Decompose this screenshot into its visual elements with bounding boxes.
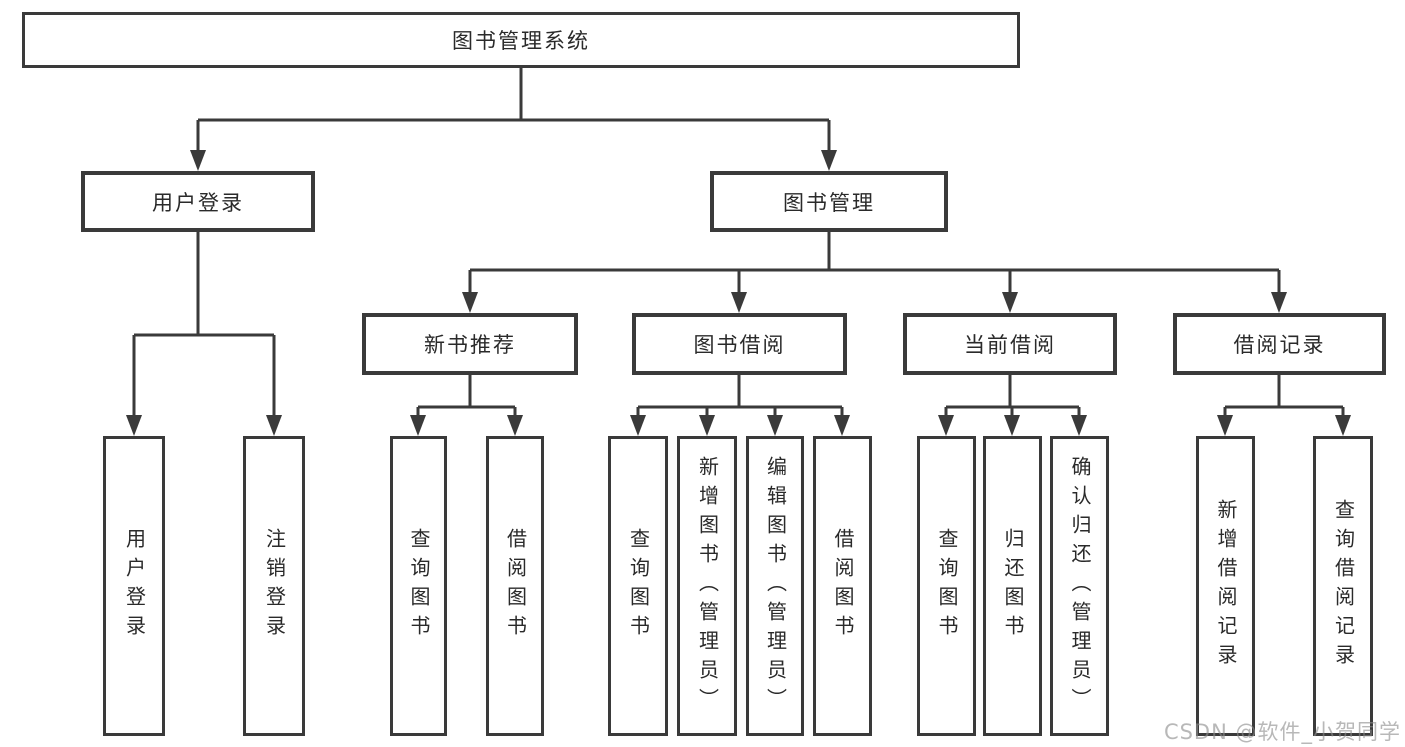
- node-label: 借阅图书: [503, 528, 528, 644]
- node-borrowing-records: 借阅记录: [1173, 313, 1386, 375]
- leaf-user-login: 用户登录: [103, 436, 165, 736]
- node-label: 新书推荐: [424, 333, 516, 357]
- leaf-query-books-recommend: 查询图书: [390, 436, 447, 736]
- node-label: 图书管理系统: [452, 29, 590, 53]
- arrowhead: [126, 415, 142, 436]
- node-label: 图书管理: [783, 190, 875, 215]
- leaf-logout: 注销登录: [243, 436, 305, 736]
- node-book-management-system: 图书管理系统: [22, 12, 1020, 68]
- arrowhead: [630, 415, 646, 436]
- node-label: 查询借阅记录: [1331, 499, 1356, 673]
- leaf-borrow-books-recommend: 借阅图书: [486, 436, 544, 736]
- node-label: 归还图书: [1001, 528, 1025, 644]
- leaf-query-books-borrowing: 查询图书: [608, 436, 668, 736]
- node-label: 注销登录: [262, 528, 287, 644]
- arrowhead: [1335, 415, 1351, 436]
- leaf-query-borrow-record: 查询借阅记录: [1313, 436, 1373, 736]
- arrowhead: [1004, 415, 1020, 436]
- leaf-query-books-current: 查询图书: [917, 436, 976, 736]
- node-new-book-recommend: 新书推荐: [362, 313, 578, 375]
- csdn-watermark: CSDN @软件_小贺同学: [1163, 720, 1401, 744]
- tree-edges: [132, 68, 1345, 417]
- arrowhead: [1002, 292, 1018, 313]
- node-label: 用户登录: [152, 190, 244, 215]
- arrowhead: [699, 415, 715, 436]
- arrowhead: [938, 415, 954, 436]
- arrowhead: [1217, 415, 1233, 436]
- arrowhead: [821, 150, 837, 171]
- node-label: 编辑图书（管理员）: [763, 455, 788, 717]
- node-book-management: 图书管理: [710, 171, 948, 232]
- arrowhead: [266, 415, 282, 436]
- node-label: 借阅图书: [831, 528, 855, 644]
- node-user-login: 用户登录: [81, 171, 315, 232]
- node-label: 借阅记录: [1233, 333, 1326, 357]
- node-book-borrowing: 图书借阅: [632, 313, 847, 375]
- node-label: 新增借阅记录: [1214, 499, 1238, 673]
- node-label: 查询图书: [407, 528, 431, 644]
- arrowhead: [410, 415, 426, 436]
- arrowhead: [190, 150, 206, 171]
- arrowhead: [1071, 415, 1087, 436]
- arrowhead: [767, 415, 783, 436]
- leaf-return-books: 归还图书: [983, 436, 1042, 736]
- node-label: 当前借阅: [964, 333, 1056, 357]
- leaf-add-books-admin: 新增图书（管理员）: [677, 436, 737, 736]
- node-label: 用户登录: [122, 528, 147, 644]
- leaf-edit-books-admin: 编辑图书（管理员）: [746, 436, 804, 736]
- arrowhead: [1271, 292, 1287, 313]
- node-label: 图书借阅: [693, 333, 786, 357]
- leaf-confirm-return-admin: 确认归还（管理员）: [1050, 436, 1109, 736]
- node-label: 新增图书（管理员）: [695, 455, 720, 717]
- arrowhead: [462, 292, 478, 313]
- node-current-borrowing: 当前借阅: [903, 313, 1117, 375]
- arrowhead: [507, 415, 523, 436]
- arrowhead: [731, 292, 747, 313]
- node-label: 查询图书: [626, 528, 651, 644]
- node-label: 查询图书: [935, 528, 959, 644]
- leaf-add-borrow-record: 新增借阅记录: [1196, 436, 1255, 736]
- arrowhead: [834, 415, 850, 436]
- leaf-borrow-books: 借阅图书: [813, 436, 872, 736]
- node-label: 确认归还（管理员）: [1068, 455, 1092, 717]
